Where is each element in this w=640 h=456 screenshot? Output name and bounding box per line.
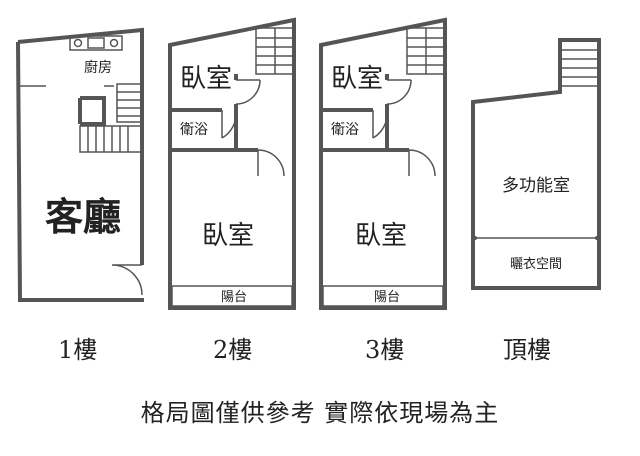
- roof-outer-wall: [471, 38, 601, 290]
- floor-2-balcony: [171, 285, 293, 307]
- floor-3-balcony-label: 陽台: [374, 290, 400, 305]
- floor-2-outer-wall: [168, 17, 296, 310]
- laundry-space-label: 曬衣空間: [510, 256, 562, 272]
- roof-floor-plan: 多功能室 曬衣空間: [471, 38, 601, 290]
- floor-2-room-door: [257, 149, 285, 177]
- floor-1-entrance-door: [111, 264, 143, 296]
- floor-2-label: 2樓: [213, 336, 253, 364]
- floor-3-balcony: [322, 285, 444, 307]
- roof-partition-end: [595, 236, 599, 240]
- floor-3-stairs: [406, 27, 446, 75]
- kitchen-label: 廚房: [84, 59, 112, 76]
- floor-2-bath-label: 衛浴: [180, 122, 208, 138]
- floor-2-plan: 臥室 衛浴 臥室 陽台: [168, 17, 296, 310]
- floor-3-label: 3樓: [365, 336, 405, 364]
- floor-2-bedroom-door: [235, 79, 261, 105]
- disclaimer-caption: 格局圖僅供參考 實際依現場為主: [140, 399, 500, 427]
- floor-2-bath-door: [221, 110, 237, 139]
- floor-1-label: 1樓: [58, 336, 98, 364]
- roof-stairs: [560, 49, 599, 87]
- floor-1-plan: 廚房 客廳: [16, 27, 144, 302]
- floor-1-outer-wall: [16, 27, 144, 302]
- floor-2-bedroom-main-label: 臥室: [202, 221, 254, 251]
- floor-3-room-door: [408, 149, 436, 177]
- floor-3-bedroom-small-label: 臥室: [331, 64, 383, 94]
- floor-1-hall-wall: [78, 96, 106, 126]
- floor-3-bath-label: 衛浴: [331, 122, 359, 138]
- roof-floor-label: 頂樓: [503, 336, 551, 364]
- floor-3-bath-door: [372, 110, 388, 139]
- roof-partition-end: [473, 236, 477, 240]
- floor-3-bedroom-main-label: 臥室: [355, 221, 407, 251]
- floor-3-plan: 臥室 衛浴 臥室 陽台: [319, 17, 447, 310]
- floor-3-bedroom-door: [386, 79, 412, 105]
- floor-2-balcony-label: 陽台: [221, 290, 247, 305]
- floor-3-outer-wall: [319, 17, 447, 310]
- floor-1-stairs: [79, 83, 143, 153]
- stove-icon: [69, 35, 123, 51]
- multi-function-room-label: 多功能室: [502, 176, 570, 196]
- living-room-label: 客廳: [45, 195, 121, 239]
- floor-2-stairs: [255, 27, 295, 75]
- floor-2-bedroom-small-label: 臥室: [180, 64, 232, 94]
- floor-3-bedroom-wall: [321, 108, 389, 112]
- floor-2-bedroom-wall: [170, 108, 238, 112]
